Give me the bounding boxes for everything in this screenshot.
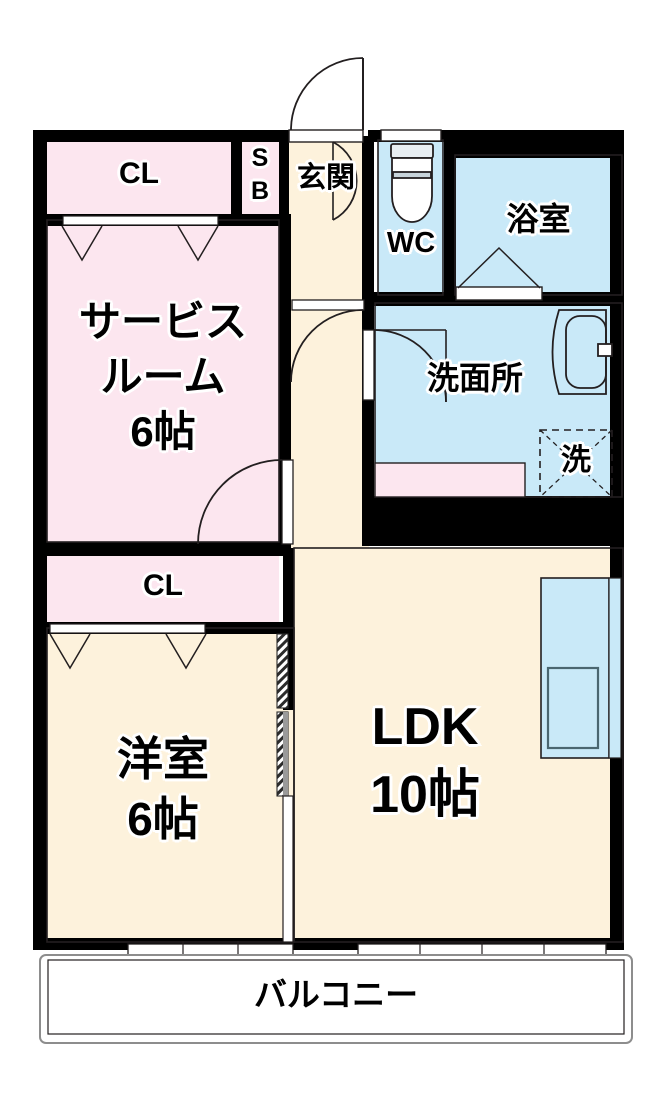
- balcony: [39, 954, 633, 1044]
- kitchen-counter: [540, 577, 622, 759]
- wall-corridor-ldk: [283, 548, 294, 628]
- washroom-door-opening: [362, 329, 375, 401]
- kitchen-counter-edge: [608, 577, 622, 759]
- closet-upper-fold-2: [177, 225, 219, 262]
- toilet-bowl: [391, 157, 433, 223]
- partition-open-leaf: [282, 795, 294, 943]
- bathroom-door-opening: [455, 286, 543, 301]
- western-room-floor: [47, 628, 294, 943]
- service-room-label-line1: サービス: [77, 297, 249, 345]
- closet-upper-floor: [47, 142, 231, 220]
- partition-hatched-upper: [276, 633, 289, 709]
- toilet-label: WC: [385, 226, 437, 261]
- vanity-sink: [551, 309, 613, 395]
- closet-lower-fold-1: [49, 633, 91, 670]
- corridor-door-arc: [290, 309, 364, 383]
- entrance-door-arc: [290, 57, 364, 131]
- folding-door-marks: [49, 225, 541, 670]
- vanity-basin-outer: [551, 309, 607, 395]
- western-room-label: 洋室: [115, 733, 211, 786]
- balcony-label: バルコニー: [252, 975, 420, 1013]
- washer-label: 洗: [559, 443, 593, 478]
- wall-closet-sb-divider: [231, 136, 242, 220]
- wall-service-bottom: [41, 542, 291, 556]
- toilet-tank: [390, 143, 434, 159]
- shoe-box-label-line2: B: [249, 176, 271, 207]
- washer-cross-2: [539, 429, 613, 498]
- entrance-label: 玄関: [295, 161, 357, 196]
- door-openings: [49, 129, 543, 634]
- ldk-size-label: 10帖: [368, 766, 482, 824]
- bathroom-floor: [455, 155, 622, 295]
- service-room-door-opening: [281, 459, 294, 545]
- western-room-size-label: 6帖: [125, 793, 201, 846]
- washroom-cabinet: [374, 462, 526, 498]
- wall-sb-right: [279, 136, 289, 220]
- windows: [127, 941, 607, 960]
- service-room-floor: [47, 220, 279, 542]
- ldk-floor-upper: [294, 470, 369, 560]
- toilet-fixture: [390, 143, 434, 223]
- service-room-label-line2: ルーム: [99, 352, 228, 400]
- washing-machine-space: [539, 429, 613, 498]
- shoe-box-label-line1: S: [250, 143, 271, 174]
- closet-lower-label: CL: [141, 568, 185, 603]
- wall-bath-top: [444, 136, 624, 158]
- entrance-hall-door-arc: [332, 141, 358, 221]
- wall-entrance-right: [362, 136, 374, 306]
- service-room-size-label: 6帖: [128, 407, 197, 455]
- washroom-door-arc: [373, 329, 447, 403]
- washer-box: [539, 429, 613, 498]
- wc-window: [380, 129, 442, 142]
- closet-upper-fold-1: [61, 225, 103, 262]
- kitchen-sink: [546, 666, 600, 750]
- sliding-partition: [276, 633, 294, 943]
- washroom-label: 洗面所: [425, 359, 525, 396]
- closet-lower-floor: [47, 556, 279, 628]
- entrance-door-opening: [288, 129, 364, 143]
- wall-outer-top-left: [33, 130, 289, 142]
- closet-upper-label: CL: [117, 156, 161, 191]
- vanity-faucet: [597, 343, 613, 357]
- door-swings: [197, 57, 447, 545]
- partition-track-lower: [283, 712, 288, 798]
- bathroom-label: 浴室: [504, 200, 572, 237]
- service-room-door-arc: [197, 459, 283, 545]
- washroom-cabinet-box: [374, 462, 526, 498]
- bathroom-fold-mark: [457, 246, 541, 289]
- wall-wc-bath-divider: [444, 136, 456, 299]
- closet-upper-door-opening: [62, 215, 219, 226]
- closet-lower-fold-2: [165, 633, 207, 670]
- entrance-inner-door-opening: [291, 299, 365, 311]
- closet-lower-door-opening: [49, 623, 206, 634]
- ldk-label: LDK: [370, 698, 481, 756]
- balcony-inner: [47, 959, 625, 1035]
- wall-washroom-bottom: [362, 496, 624, 546]
- toilet-seat-line: [392, 171, 432, 179]
- wall-outer-left: [33, 130, 47, 950]
- shoe-box-floor: [240, 142, 280, 220]
- entrance-floor: [289, 137, 368, 305]
